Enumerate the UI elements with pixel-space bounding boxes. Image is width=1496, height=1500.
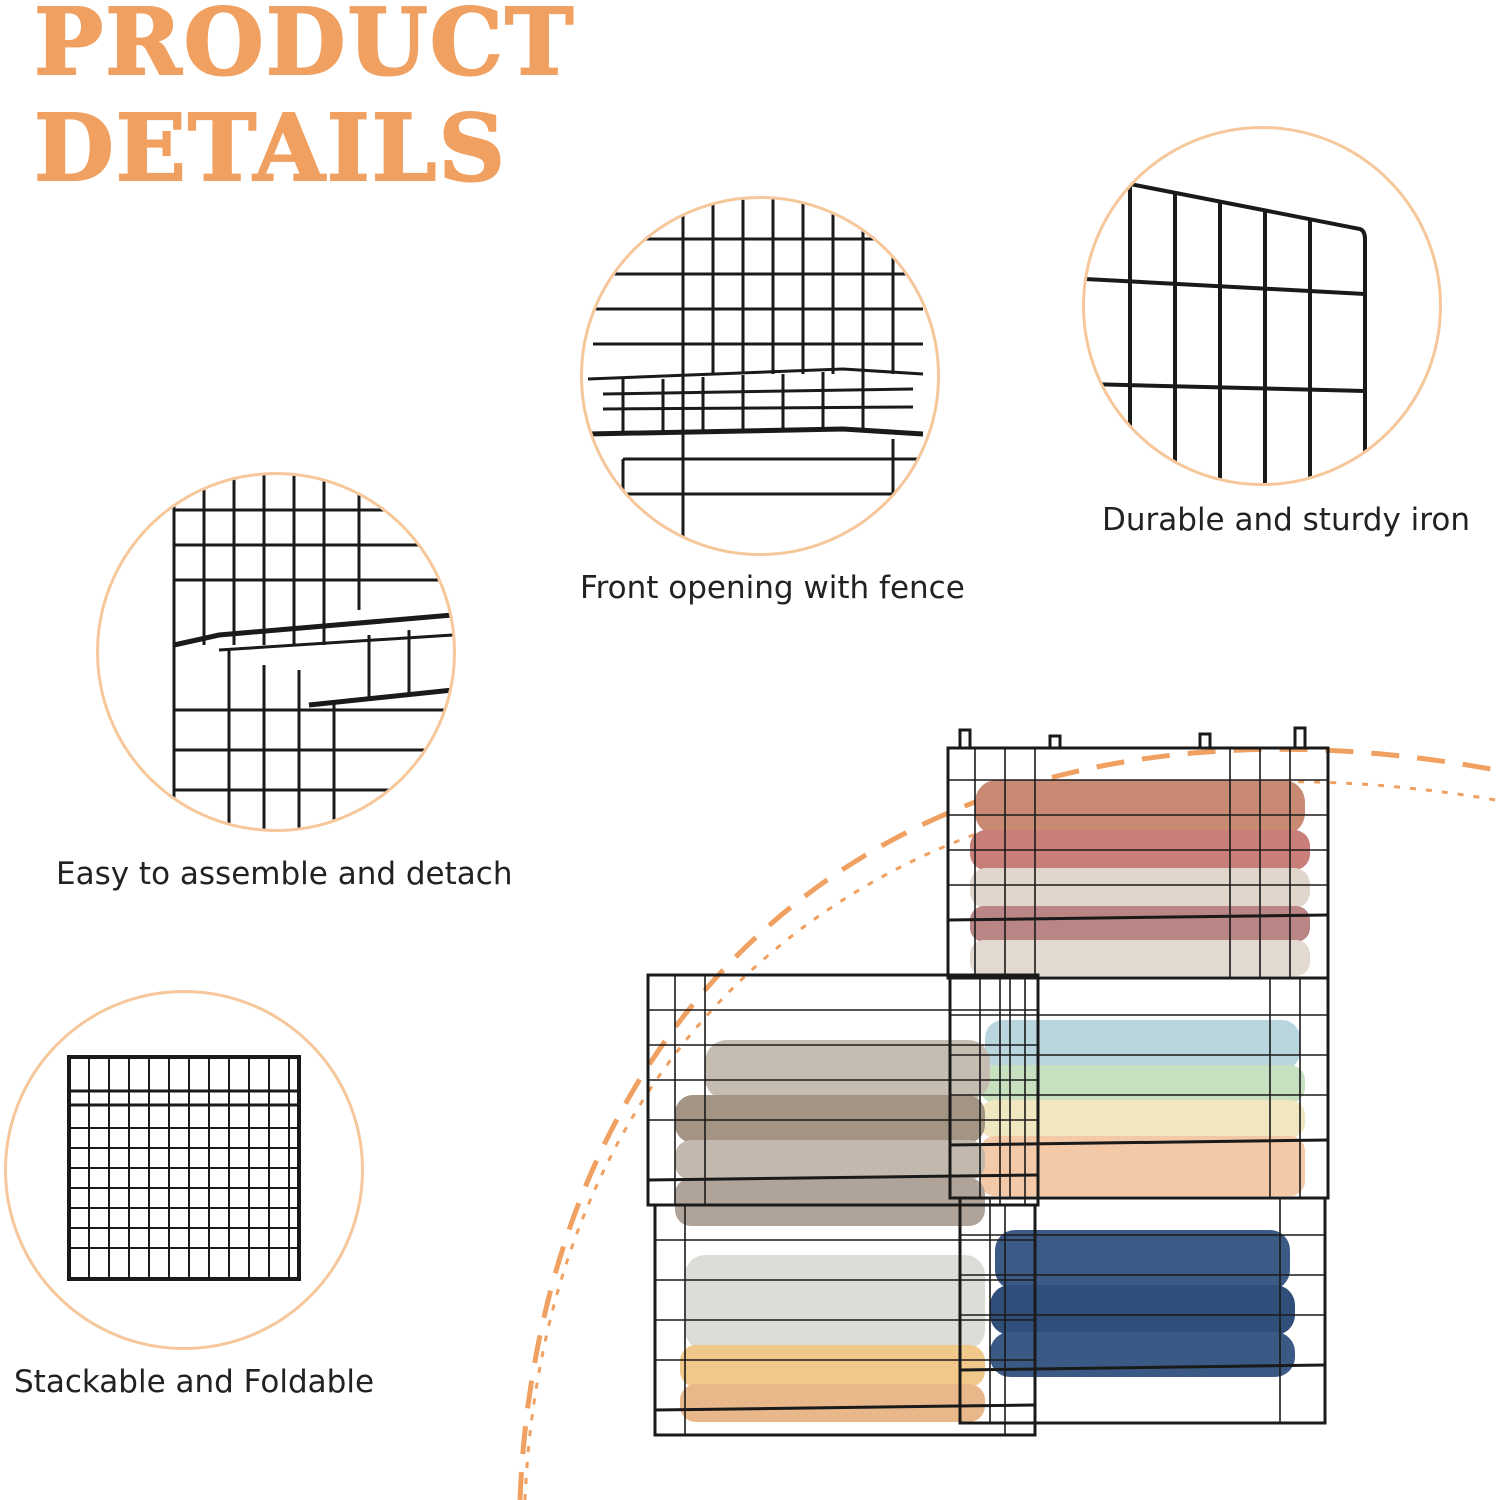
- folded-sweaters-stack: [675, 1040, 990, 1226]
- feature-caption-sturdy-iron: Durable and sturdy iron: [1102, 502, 1470, 538]
- feature-circle-foldable: [4, 990, 364, 1350]
- wire-grid-lines: [648, 748, 1328, 1435]
- feature-caption-foldable: Stackable and Foldable: [14, 1364, 375, 1400]
- iron-grid-closeup-icon: [1085, 182, 1367, 483]
- feature-circle-front-opening: [580, 196, 940, 556]
- feature-caption-front-opening: Front opening with fence: [580, 570, 965, 606]
- feature-caption-assemble: Easy to assemble and detach: [56, 856, 513, 892]
- title-line-2: DETAILS: [33, 94, 507, 202]
- stacking-joint-closeup-icon: [172, 475, 453, 829]
- stacked-wire-baskets-illustration: [646, 726, 1330, 1437]
- folded-shirts-stack-pink: [970, 780, 1310, 976]
- folded-shirts-stack-pastel: [980, 1020, 1305, 1196]
- feature-circle-sturdy-iron: [1082, 126, 1442, 486]
- wire-fence-closeup-icon: [587, 199, 924, 553]
- title-line-1: PRODUCT: [33, 0, 576, 96]
- folded-basket-icon: [67, 1055, 301, 1281]
- feature-circle-assemble: [96, 472, 456, 832]
- folded-polo-shirts-stack: [680, 1255, 985, 1422]
